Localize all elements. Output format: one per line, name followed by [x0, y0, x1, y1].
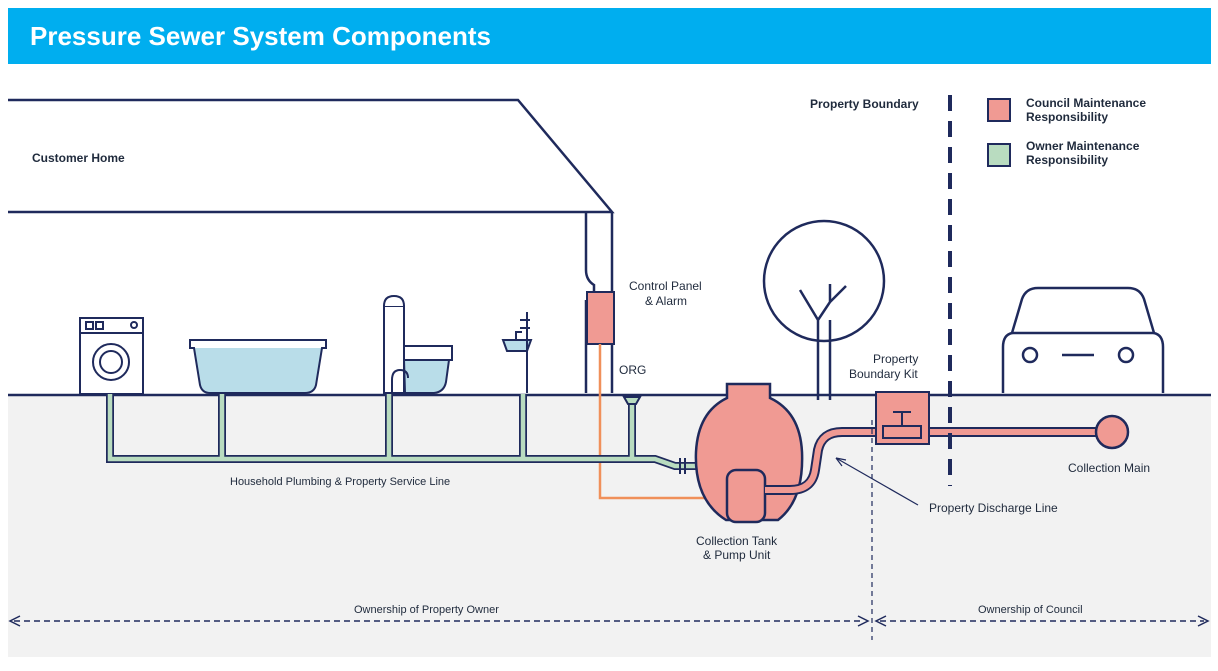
discharge-line: [765, 427, 1108, 495]
discharge-leader: [835, 457, 919, 506]
header-bar: Pressure Sewer System Components: [8, 8, 1211, 64]
legend-council-swatch: [987, 98, 1011, 122]
org-label: ORG: [619, 363, 646, 377]
ownership-council-label: Ownership of Council: [978, 604, 1083, 616]
ownership-owner-label: Ownership of Property Owner: [354, 604, 499, 616]
washing-machine-icon: [79, 317, 144, 395]
household-plumbing-label: Household Plumbing & Property Service Li…: [230, 476, 450, 488]
legend-owner-line1: Owner Maintenance: [1026, 139, 1140, 153]
legend-council-line2: Responsibility: [1026, 110, 1108, 124]
tree-icon: [762, 219, 886, 400]
ownership-council-arrow: [874, 615, 1210, 627]
customer-home-label: Customer Home: [32, 151, 125, 165]
bathtub-icon: [189, 339, 327, 394]
control-panel-box: [586, 291, 615, 345]
household-plumbing-line: [106, 394, 700, 474]
legend-owner-swatch: [987, 143, 1011, 167]
sink-icon: [501, 312, 533, 393]
control-panel-label-line2: & Alarm: [645, 294, 687, 308]
toilet-icon: [383, 294, 453, 394]
boundary-kit-label-line2: Boundary Kit: [849, 367, 918, 381]
collection-tank-label-line2: & Pump Unit: [703, 548, 771, 562]
legend-owner-line2: Responsibility: [1026, 153, 1108, 167]
control-panel-label-line1: Control Panel: [629, 279, 702, 293]
page-title: Pressure Sewer System Components: [30, 21, 491, 51]
collection-tank-label-line1: Collection Tank: [696, 534, 778, 548]
discharge-line-label: Property Discharge Line: [929, 501, 1058, 515]
boundary-kit-box: [875, 391, 930, 445]
collection-main-pipe: [1094, 414, 1130, 450]
legend-council-line1: Council Maintenance: [1026, 96, 1146, 110]
control-cable: [598, 344, 716, 500]
ownership-owner-arrow: [8, 615, 870, 627]
boundary-kit-label-line1: Property: [873, 352, 918, 366]
property-boundary-label: Property Boundary: [810, 97, 919, 111]
car-icon: [1001, 286, 1165, 393]
ground-area: [8, 395, 1211, 657]
collection-main-label: Collection Main: [1068, 461, 1150, 475]
discharge-leader-arrow: [835, 457, 847, 467]
